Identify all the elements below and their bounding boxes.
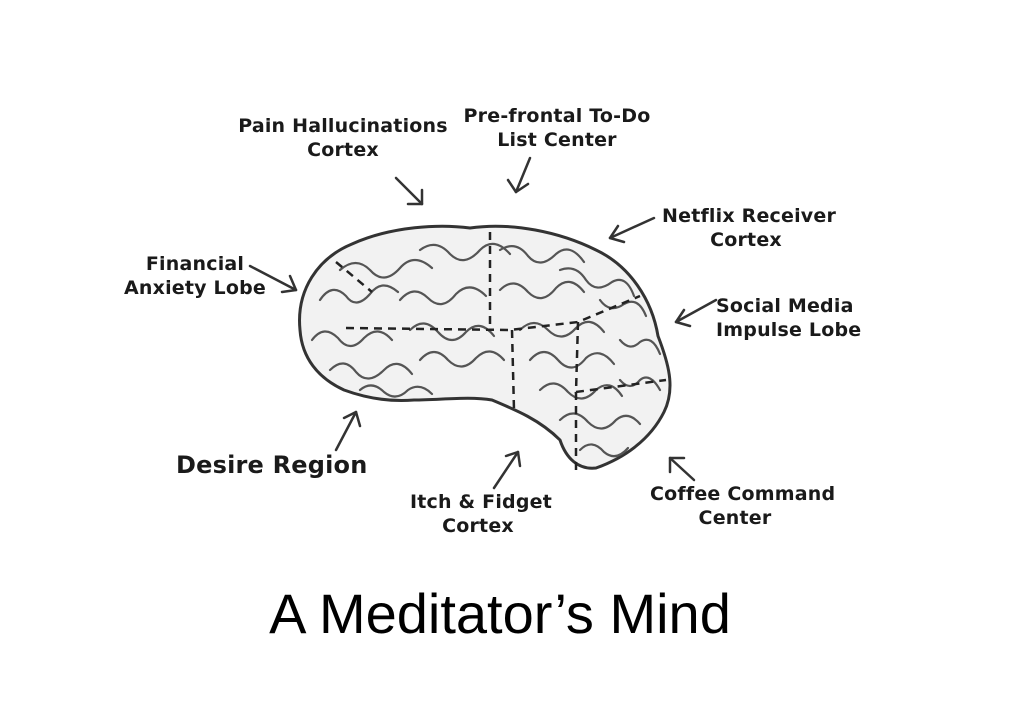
label-prefrontal-todo-list-center: Pre-frontal To-Do List Center	[462, 104, 652, 152]
label-line: Itch & Fidget	[410, 491, 553, 513]
label-itch-fidget-cortex: Itch & Fidget Cortex	[410, 490, 553, 538]
arrow-itch	[492, 450, 522, 490]
label-line: Impulse Lobe	[716, 319, 862, 341]
arrow-netflix	[608, 216, 656, 244]
label-desire-region: Desire Region	[176, 450, 368, 480]
region-boundaries	[335, 232, 667, 470]
label-pain-hallucinations-cortex: Pain Hallucinations Cortex	[236, 114, 450, 162]
label-line: Cortex	[307, 139, 379, 161]
label-financial-anxiety-lobe: Financial Anxiety Lobe	[122, 252, 268, 300]
arrow-pain	[394, 176, 424, 206]
label-netflix-receiver-cortex: Netflix Receiver Cortex	[662, 204, 837, 252]
diagram-title: A Meditator’s Mind	[269, 582, 731, 645]
label-line: Netflix Receiver	[662, 205, 837, 227]
label-line: Social Media	[716, 295, 854, 317]
label-line: Cortex	[710, 229, 782, 251]
arrow-prefrontal	[506, 156, 532, 194]
label-social-media-impulse-lobe: Social Media Impulse Lobe	[716, 294, 862, 342]
label-line: Cortex	[442, 515, 514, 537]
arrow-financial	[248, 264, 298, 294]
label-line: Desire Region	[176, 451, 368, 479]
label-line: Anxiety Lobe	[123, 277, 266, 299]
arrow-social	[674, 298, 718, 328]
label-line: Pre-frontal To-Do	[463, 105, 651, 127]
label-line: Center	[698, 507, 772, 529]
label-line: Financial	[145, 253, 245, 275]
arrow-desire	[334, 410, 362, 452]
label-line: Pain Hallucinations	[238, 115, 448, 137]
label-coffee-command-center: Coffee Command Center	[650, 482, 836, 530]
brain-folds	[310, 242, 662, 458]
arrows	[248, 156, 718, 490]
label-line: Coffee Command	[650, 483, 836, 505]
label-line: List Center	[497, 129, 617, 151]
arrow-coffee	[668, 456, 696, 482]
